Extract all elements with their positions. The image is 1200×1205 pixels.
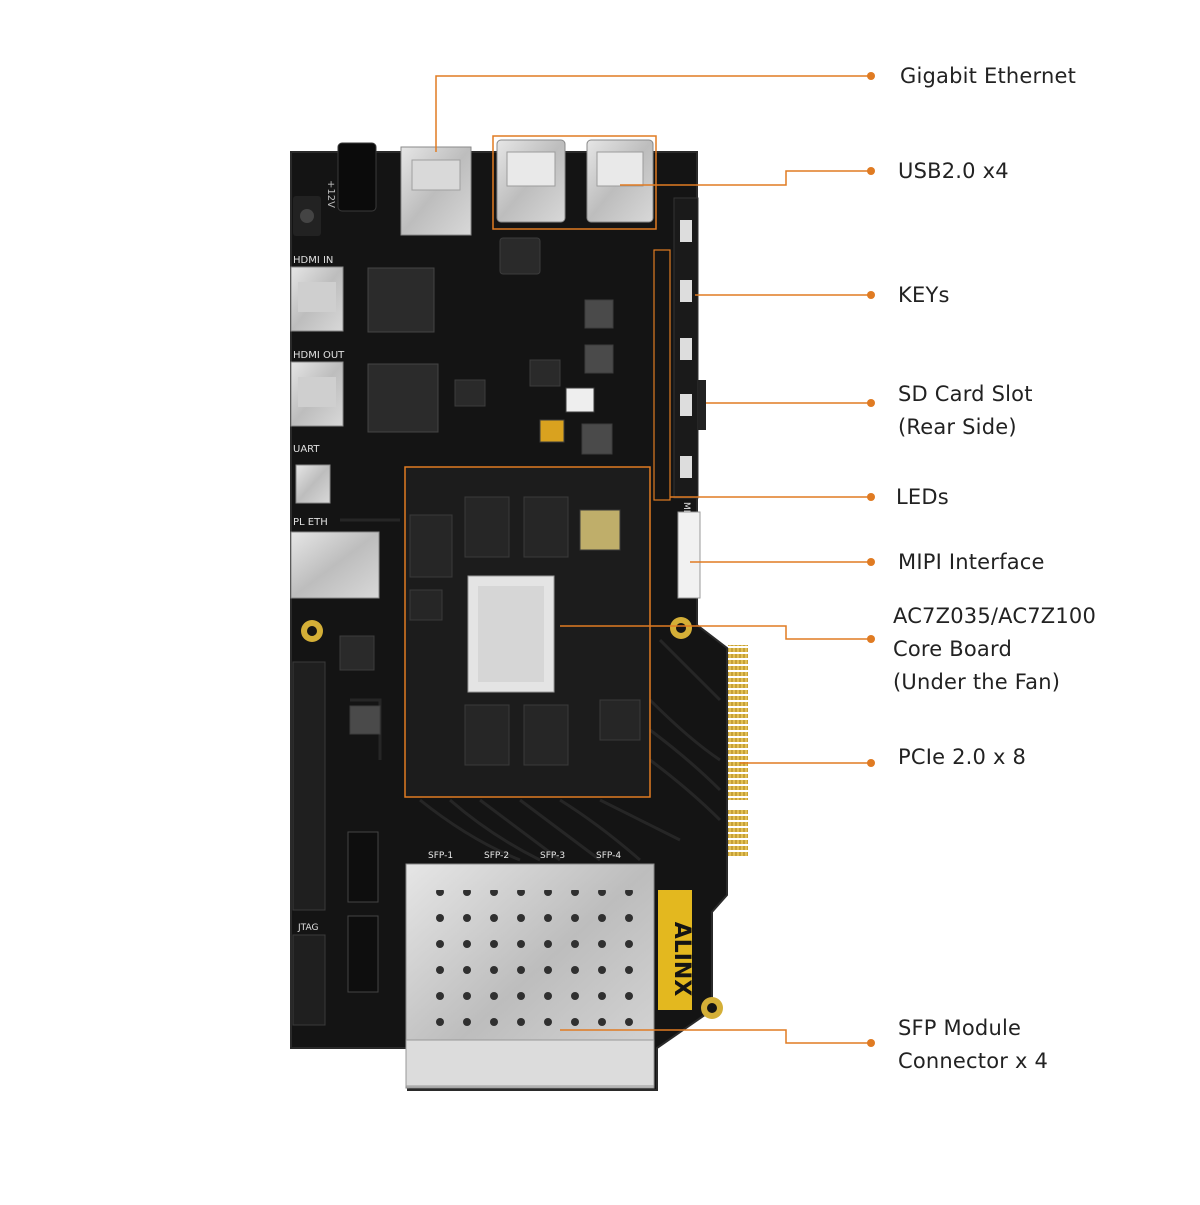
dot-pcie xyxy=(867,759,875,767)
usb-highlight-box xyxy=(492,135,657,230)
uart-port xyxy=(295,464,331,504)
hdmi-ports xyxy=(290,266,344,427)
leader-sfp xyxy=(560,1029,870,1044)
alinx-logo-plate xyxy=(658,890,692,1010)
led-key-column xyxy=(653,197,699,501)
pcb-traces xyxy=(340,518,722,862)
label-gigabit-ethernet: Gigabit Ethernet xyxy=(900,64,1077,88)
hdmi-out-chip xyxy=(367,363,439,433)
sd-slot xyxy=(698,380,706,430)
usb-ports xyxy=(496,139,654,223)
silk-jtag: JTAG xyxy=(297,923,318,933)
leader-core-board xyxy=(560,625,870,640)
silk-power: +12V xyxy=(325,180,336,208)
leader-usb xyxy=(620,170,870,186)
misc-components xyxy=(339,237,614,735)
silk-sfp2: SFP-2 xyxy=(484,851,509,861)
sata-connector-2 xyxy=(347,915,379,993)
dot-keys xyxy=(867,291,875,299)
silk-sfp1: SFP-1 xyxy=(428,851,453,861)
silk-uart: UART xyxy=(293,444,320,455)
label-usb: USB2.0 x4 xyxy=(898,159,1009,183)
silk-mipi: MIPI xyxy=(681,502,691,521)
dot-sd-card xyxy=(867,399,875,407)
hdmi-in-chip xyxy=(367,267,435,333)
label-leds: LEDs xyxy=(896,485,949,509)
alinx-logo: ALINX xyxy=(669,922,694,997)
silk-pl-eth: PL ETH xyxy=(293,517,328,528)
silk-sfp3: SFP-3 xyxy=(540,851,565,861)
label-mipi: MIPI Interface xyxy=(898,550,1045,574)
gpio-header xyxy=(292,661,326,911)
dot-mipi xyxy=(867,558,875,566)
dot-gigabit-ethernet xyxy=(867,72,875,80)
dot-sfp xyxy=(867,1039,875,1047)
leader-dots xyxy=(867,72,875,1047)
core-board-chips xyxy=(409,496,641,766)
leader-gigabit-ethernet xyxy=(435,75,870,152)
pcie-fingers-main xyxy=(728,645,748,800)
silk-hdmi-out: HDMI OUT xyxy=(293,350,345,361)
leader-lines xyxy=(435,75,870,1044)
sata-connector-1 xyxy=(347,831,379,903)
dot-core-board xyxy=(867,635,875,643)
jtag-header xyxy=(292,934,326,1026)
dot-leds xyxy=(867,493,875,501)
label-sd-card: SD Card Slot (Rear Side) xyxy=(898,382,1033,439)
power-jack xyxy=(337,142,377,212)
pcie-fingers-key xyxy=(728,808,748,856)
label-pcie: PCIe 2.0 x 8 xyxy=(898,745,1027,769)
label-core-board: AC7Z035/AC7Z100 Core Board (Under the Fa… xyxy=(893,604,1097,694)
silk-sfp4: SFP-4 xyxy=(596,851,621,861)
label-sfp: SFP Module Connector x 4 xyxy=(898,1016,1049,1073)
mipi-connector xyxy=(677,511,701,599)
label-keys: KEYs xyxy=(898,283,950,307)
silk-hdmi-in: HDMI IN xyxy=(293,255,333,266)
dot-usb xyxy=(867,167,875,175)
pl-eth-port xyxy=(290,531,380,599)
